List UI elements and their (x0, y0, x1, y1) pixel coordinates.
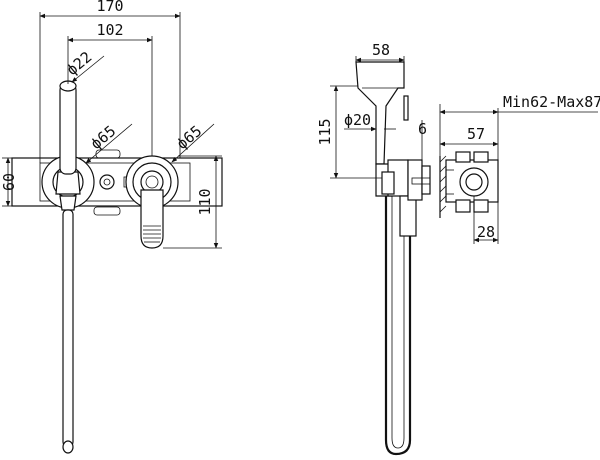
dim-phi20-label: ϕ20 (344, 111, 371, 129)
dim-170: 170 (39, 0, 181, 163)
escutcheon-flange (421, 165, 431, 195)
dim-phi65-right-label: ϕ65 (173, 122, 205, 153)
hose-front (62, 209, 74, 447)
dim-phi65-left-label: ϕ65 (87, 122, 119, 153)
dim-6-label: 6 (418, 120, 427, 138)
hose-loop (384, 196, 412, 456)
shower-head-front (59, 83, 77, 175)
dim-28-label: 28 (477, 223, 495, 241)
holder-clip (381, 171, 395, 195)
holder-lower (59, 195, 77, 211)
dim-phi65-left: ϕ65 (85, 122, 133, 164)
dim-57-label: 57 (467, 125, 485, 143)
dim-28: 28 (473, 196, 499, 244)
bottom-slot (93, 206, 121, 216)
hose-end-front (62, 440, 74, 454)
side-view: 58 115 ϕ20 6 Min62-Max87 (316, 41, 600, 456)
escutcheon-side (407, 159, 423, 201)
dim-phi20: ϕ20 (344, 111, 396, 132)
mixer-core (145, 175, 159, 189)
front-view: 170 102 ϕ22 ϕ65 ϕ65 60 (0, 0, 223, 454)
hose-connector (399, 195, 417, 237)
dim-60-label: 60 (0, 173, 18, 191)
head-button (403, 95, 409, 121)
valve-top-port (455, 151, 471, 163)
wall-hatch (439, 155, 447, 213)
plate-inner-frame (39, 162, 191, 202)
connector-pin (411, 177, 431, 185)
dim-102: 102 (67, 21, 153, 156)
dim-install-depth: Min62-Max87 (439, 93, 600, 160)
valve-top-port-2 (473, 151, 489, 163)
valve-bottom-port-2 (473, 199, 489, 213)
dim-115: 115 (316, 85, 382, 179)
dim-58: 58 (355, 41, 405, 63)
hose-holder (55, 171, 81, 195)
dim-phi22: ϕ22 (63, 48, 105, 83)
valve-cartridge (459, 167, 489, 197)
dim-58-label: 58 (372, 41, 390, 59)
shower-head-side (355, 61, 405, 165)
dim-install-depth-label: Min62-Max87 (503, 93, 600, 111)
dim-57: 57 (439, 125, 499, 147)
dim-115-label: 115 (316, 118, 334, 145)
handle-grip-lines (143, 225, 161, 243)
dim-102-label: 102 (96, 21, 123, 39)
valve-cartridge-inner (465, 173, 483, 191)
lever-handle (140, 189, 164, 249)
center-screw-core (103, 178, 111, 186)
dim-110-label: 110 (196, 188, 214, 215)
center-screw-hole (99, 174, 115, 190)
dim-110: 110 (163, 155, 222, 249)
dim-6: 6 (418, 104, 441, 160)
dim-170-label: 170 (96, 0, 123, 15)
dim-60: 60 (0, 157, 18, 207)
valve-bottom-port (455, 199, 471, 213)
